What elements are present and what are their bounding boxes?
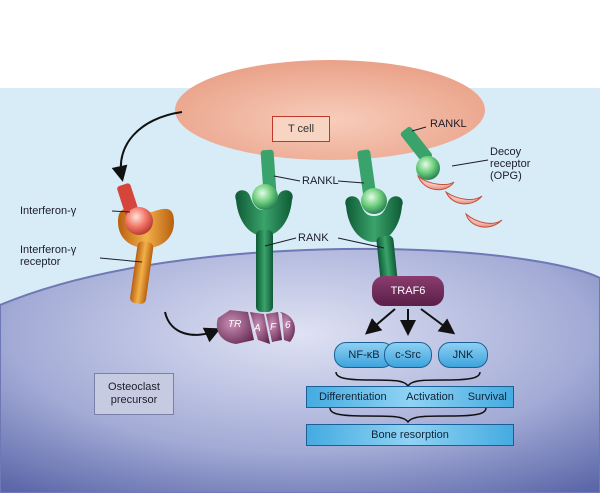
- interferon-gamma: [117, 183, 153, 235]
- osteoclast-precursor-label: Osteoclast precursor: [94, 373, 174, 415]
- rankl-free: [400, 126, 440, 180]
- outcome-differentiation: Differentiation: [318, 391, 387, 403]
- traf-fragment-3: F: [270, 322, 277, 333]
- t-cell-label: T cell: [272, 116, 330, 142]
- leader-lines: [99, 126, 489, 263]
- t-cell-to-ifn-arrow: [111, 111, 183, 182]
- traf-fragment-2: A: [254, 323, 261, 334]
- rank-receptor-left: [235, 190, 293, 312]
- signal-jnk: JNK: [438, 342, 488, 368]
- outcomes-bar: Differentiation Activation Survival: [306, 386, 514, 408]
- osteoclast-cell-body: [0, 247, 600, 493]
- brace-outcomes: [329, 407, 487, 424]
- traf6-arrows: [364, 308, 456, 336]
- signal-csrc: c-Src: [384, 342, 432, 368]
- bone-resorption-label: Bone resorption: [371, 429, 449, 441]
- rank-receptor-right: [345, 196, 403, 285]
- ifn-to-traf-arrow: [164, 311, 221, 343]
- decoy-receptor-opg: [416, 174, 503, 228]
- rankl-label-mid: RANKL: [302, 175, 339, 187]
- rankl-left: [252, 149, 278, 210]
- decoy-receptor-label: Decoy receptor (OPG): [490, 146, 531, 182]
- outcome-survival: Survival: [467, 391, 507, 403]
- traf-fragments: [216, 310, 295, 344]
- rankl-label-top: RANKL: [430, 118, 467, 130]
- interferon-gamma-receptor-label: Interferon-γ receptor: [20, 244, 77, 268]
- interferon-gamma-label: Interferon-γ: [20, 205, 77, 217]
- rank-label: RANK: [298, 232, 329, 244]
- t-cell-body: [175, 60, 485, 160]
- outcome-activation: Activation: [406, 391, 454, 403]
- traf-fragment-1: TR: [228, 319, 242, 330]
- traf6-complex: TRAF6: [372, 276, 444, 306]
- bone-resorption-bar: Bone resorption: [306, 424, 514, 446]
- traf-fragment-4: 6: [285, 320, 291, 331]
- rankl-right: [357, 149, 387, 214]
